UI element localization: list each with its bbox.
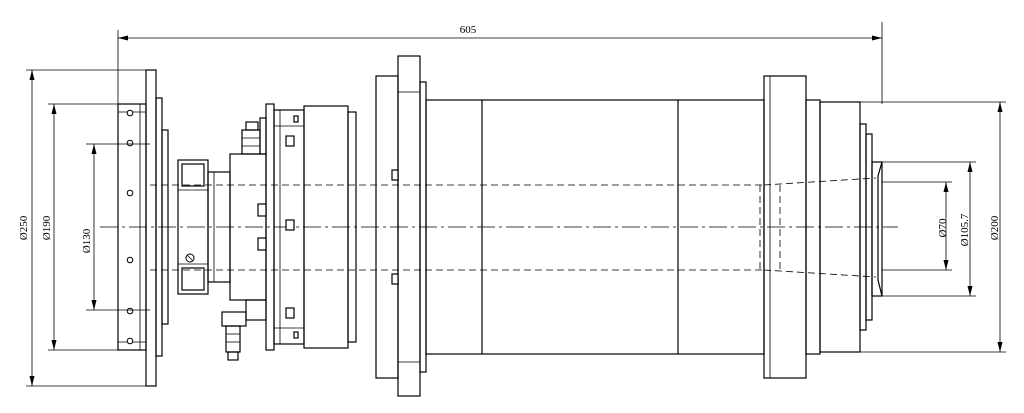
bolt-hole bbox=[126, 256, 134, 264]
nose-recess-label: Ø105.7 bbox=[959, 213, 971, 246]
coolant-fitting-top bbox=[241, 117, 267, 155]
bolt-hole bbox=[126, 139, 134, 147]
dim-pilot: Ø130 bbox=[81, 143, 150, 311]
dim-flange-outer: Ø250 bbox=[18, 69, 146, 387]
coolant-fitting-bottom bbox=[221, 299, 267, 361]
front-housing bbox=[763, 75, 883, 379]
clamp-flange bbox=[375, 55, 427, 397]
dim-overall-length: 605 bbox=[117, 22, 883, 104]
nose-bore-label: Ø70 bbox=[937, 218, 949, 237]
bolt-hole bbox=[126, 189, 134, 197]
dim-bolt-circle: Ø190 bbox=[41, 103, 130, 351]
rotary-coupling bbox=[177, 159, 231, 295]
housing-outer-label: Ø200 bbox=[989, 215, 1001, 240]
flange-outer-label: Ø250 bbox=[18, 215, 30, 240]
rear-housing bbox=[229, 103, 357, 351]
hidden-bore bbox=[150, 177, 877, 278]
bolt-hole bbox=[126, 307, 134, 315]
bolt-hole bbox=[126, 109, 134, 117]
overall-length-label: 605 bbox=[460, 24, 477, 36]
dim-nose-bore: Ø70 bbox=[882, 181, 952, 271]
rear-flange bbox=[117, 69, 169, 387]
dim-nose-recess: Ø105.7 bbox=[872, 161, 976, 297]
pilot-label: Ø130 bbox=[81, 228, 93, 253]
bolt-hole bbox=[126, 337, 134, 345]
bolt-circle-label: Ø190 bbox=[41, 215, 53, 240]
dim-housing-outer: Ø200 bbox=[860, 101, 1006, 353]
